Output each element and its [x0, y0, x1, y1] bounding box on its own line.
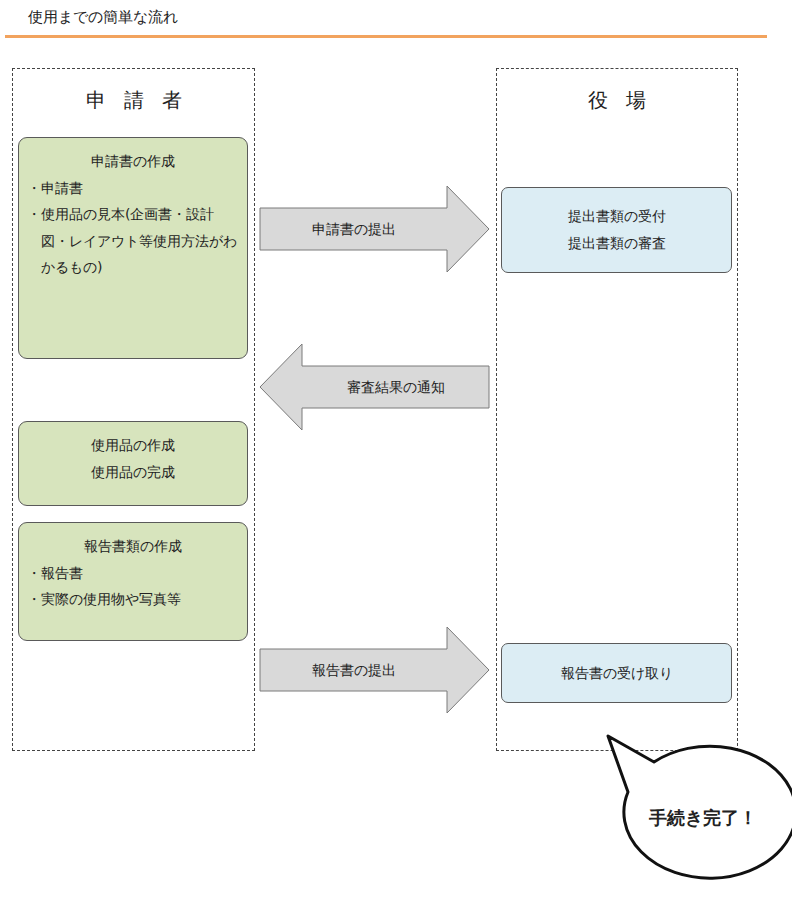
node-heading: 使用品の作成 — [27, 432, 239, 459]
node-text: ・実際の使用物や写真等 — [27, 586, 239, 613]
node-heading: 申請書の作成 — [27, 148, 239, 175]
process-box: 使用品の作成使用品の完成 — [18, 421, 248, 506]
node-heading: 申請者 — [13, 87, 254, 114]
arrow-label: 審査結果の通知 — [347, 379, 445, 396]
swimlane-column: 申請者申請書の作成・申請書・使用品の見本(企画書・設計図・レイアウト等使用方法が… — [12, 68, 255, 751]
node-text: ・使用品の見本(企画書・設計図・レイアウト等使用方法がわかるもの) — [27, 201, 239, 281]
swimlane-column: 役場提出書類の受付提出書類の審査報告書の受け取り — [496, 68, 738, 751]
title-rule — [5, 35, 767, 38]
arrow-label: 報告書の提出 — [312, 662, 396, 679]
process-box: 報告書の受け取り — [501, 643, 732, 703]
node-text: 使用品の完成 — [27, 459, 239, 486]
node-text: ・申請書 — [27, 175, 239, 202]
process-box: 提出書類の受付提出書類の審査 — [501, 187, 732, 273]
node-heading: 報告書類の作成 — [27, 533, 239, 560]
process-box: 報告書類の作成・報告書・実際の使用物や写真等 — [18, 522, 248, 641]
speech-bubble: 手続き完了！ — [592, 726, 792, 892]
arrow-label: 申請書の提出 — [312, 221, 396, 238]
block-arrow — [260, 627, 489, 713]
node-heading: 手続き完了！ — [627, 788, 757, 830]
block-arrow — [260, 344, 489, 430]
block-arrow — [260, 186, 489, 272]
node-heading: 報告書の受け取り — [510, 660, 723, 687]
process-box: 申請書の作成・申請書・使用品の見本(企画書・設計図・レイアウト等使用方法がわかる… — [18, 137, 248, 359]
node-heading: 提出書類の受付 — [510, 203, 723, 230]
node-text: 提出書類の審査 — [510, 230, 723, 257]
node-heading: 役場 — [497, 87, 737, 114]
page-title: 使用までの簡単な流れ — [28, 8, 178, 27]
node-text: ・報告書 — [27, 560, 239, 587]
bubble-shape — [608, 736, 792, 878]
